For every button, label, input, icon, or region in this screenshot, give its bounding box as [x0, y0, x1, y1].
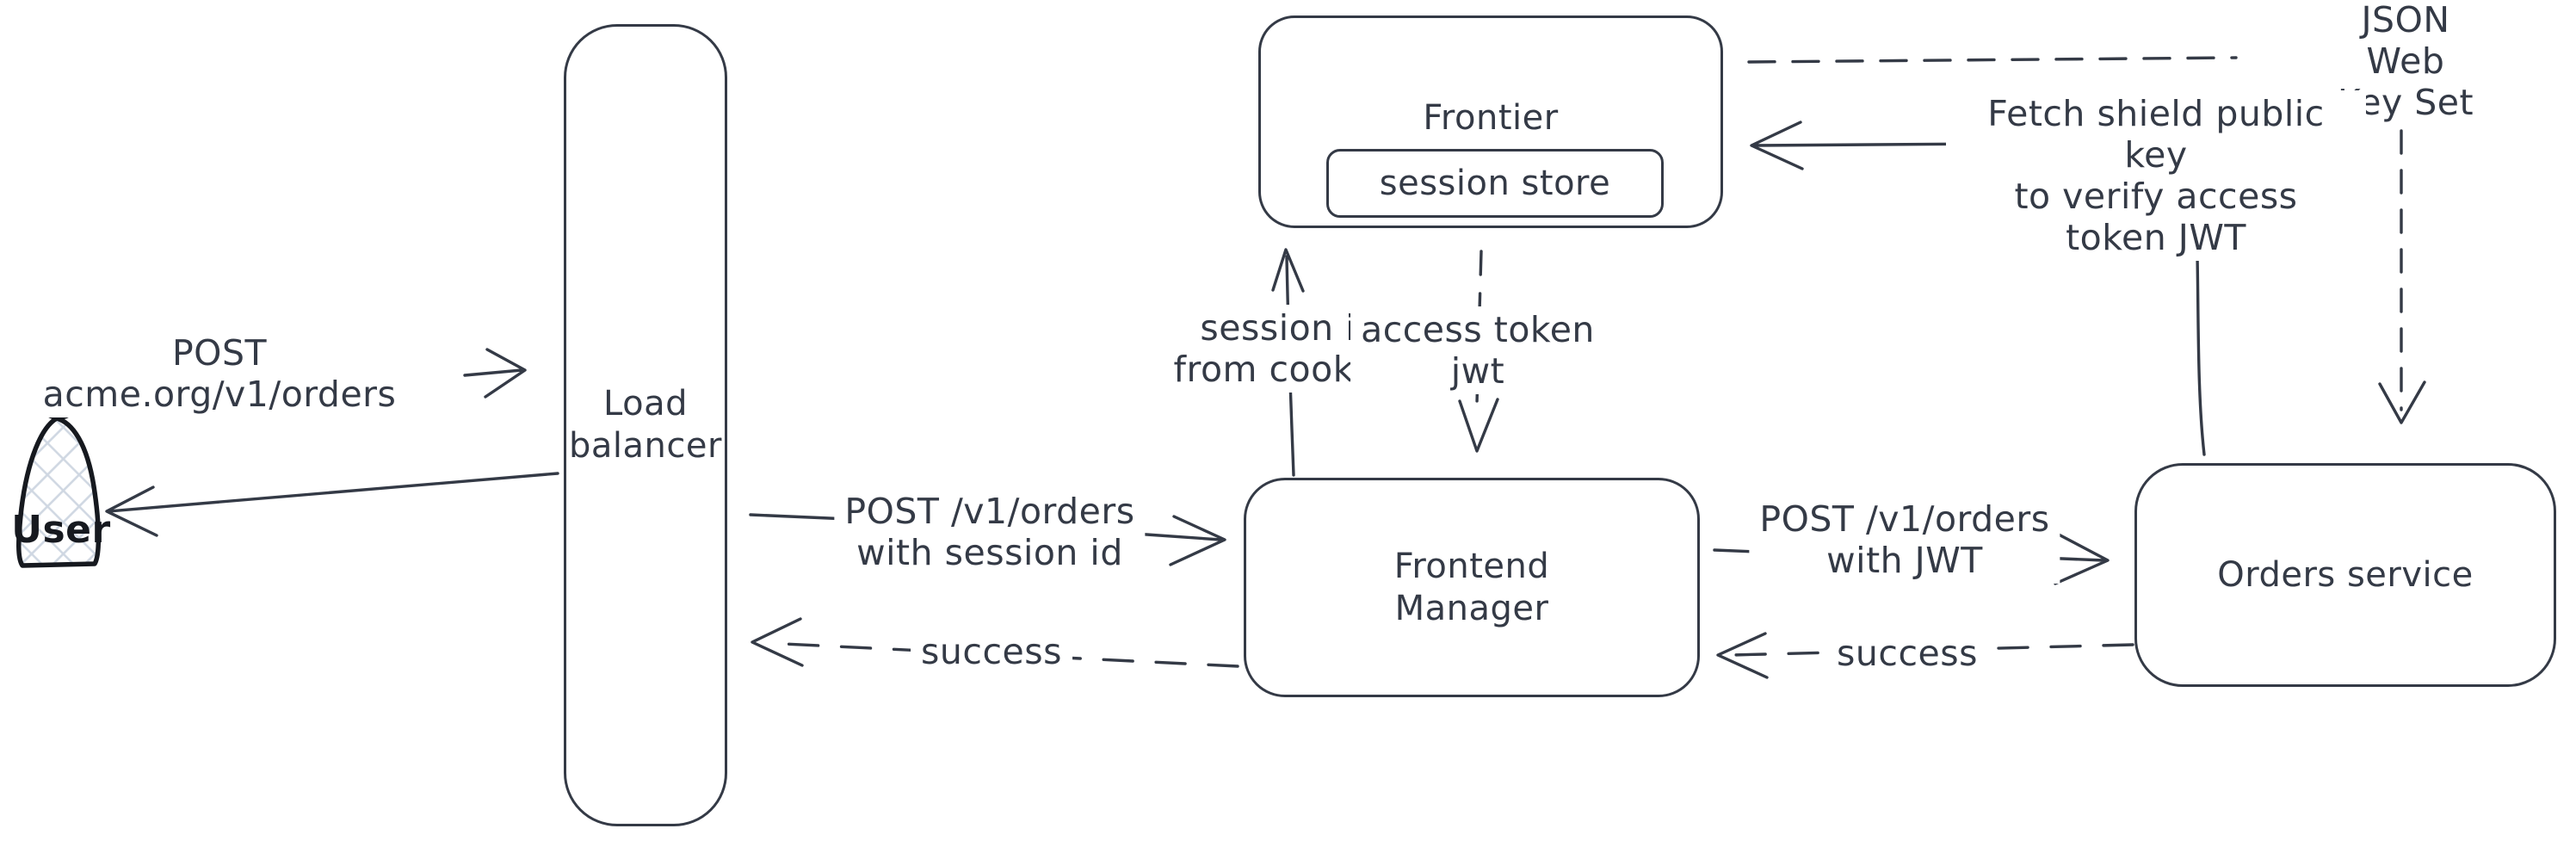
orders-service-label: Orders service [2217, 554, 2474, 595]
edge-label-fetch-shield-public-key: Fetch shield public key to verify access… [1946, 90, 2366, 261]
node-load-balancer: Load balancer [564, 24, 727, 826]
edge-label-post-with-jwt: POST /v1/orders with JWT [1749, 496, 2060, 584]
session-store-label: session store [1379, 163, 1611, 203]
node-orders-service: Orders service [2134, 463, 2556, 687]
dashed-line-frontier-to-jwks [1747, 56, 2238, 64]
edge-label-post-with-session-id: POST /v1/orders with session id [834, 488, 1146, 576]
edge-label-success-right: success [1826, 630, 1988, 677]
edge-label-json-web-key-set: JSON Web Key Set [2320, 0, 2491, 126]
edge-label-success-left: success [911, 628, 1072, 675]
node-frontier: Frontier session store [1258, 15, 1723, 228]
arrowhead-jwks-down [2378, 380, 2426, 424]
arrowhead-access-token [1458, 398, 1499, 453]
edge-label-post-acme: POST acme.org/v1/orders [32, 330, 407, 417]
node-session-store: session store [1326, 149, 1664, 218]
arrow-load-balancer-to-frontend-manager [749, 513, 1226, 566]
arrow-load-balancer-to-user [105, 472, 559, 537]
node-frontend-manager: Frontend Manager [1244, 478, 1700, 697]
arrow-orders-service-to-frontend-manager-success [1730, 643, 2134, 657]
arrowhead-success-left [751, 617, 804, 667]
load-balancer-label: Load balancer [569, 384, 722, 466]
user-label: User [11, 508, 111, 552]
frontier-label: Frontier [1423, 98, 1559, 138]
user-body-icon [16, 416, 102, 568]
frontend-manager-label: Frontend Manager [1393, 546, 1550, 628]
edge-label-access-token-jwt: access token jwt [1350, 306, 1605, 394]
arrowhead-success-right [1716, 632, 1769, 679]
